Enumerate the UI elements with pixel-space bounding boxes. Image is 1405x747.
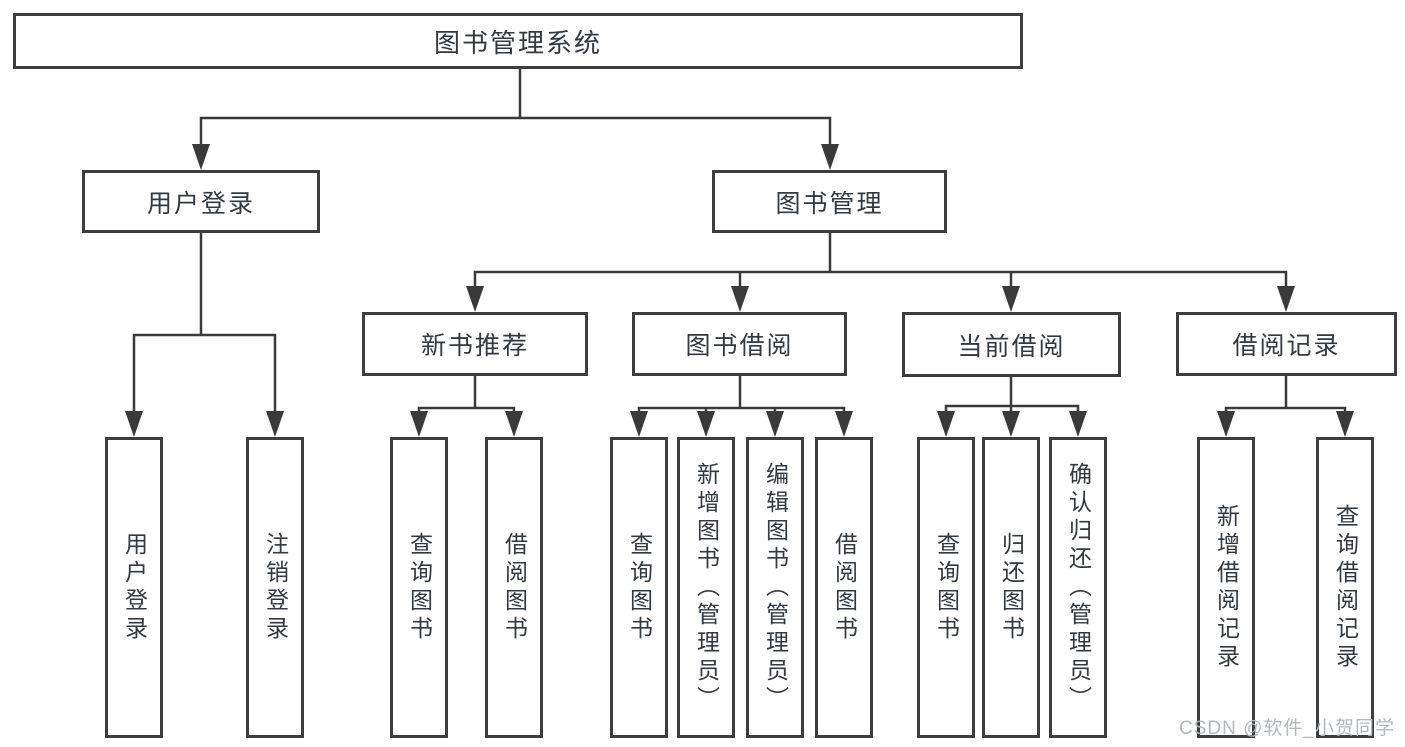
- node-label: 确认归还（管理员）: [1065, 461, 1092, 714]
- leaf-add-borrow-record: 新增借阅记录: [1197, 437, 1255, 738]
- leaf-logout: 注销登录: [246, 437, 304, 738]
- node-label: 新增图书（管理员）: [693, 461, 720, 714]
- leaf-add-book-admin: 新增图书（管理员）: [677, 437, 735, 738]
- node-book-borrowing: 图书借阅: [632, 312, 847, 376]
- node-current-borrowing: 当前借阅: [902, 312, 1121, 377]
- leaf-return-books: 归还图书: [982, 437, 1040, 738]
- node-label: 归还图书: [998, 531, 1025, 644]
- node-label: 借阅图书: [831, 531, 858, 644]
- node-label: 图书管理系统: [433, 27, 602, 58]
- node-label: 注销登录: [262, 531, 289, 644]
- node-user-login: 用户登录: [82, 170, 320, 233]
- leaf-query-borrow-record: 查询借阅记录: [1316, 437, 1374, 738]
- node-label: 用户登录: [146, 189, 255, 218]
- node-label: 查询图书: [933, 531, 960, 644]
- leaf-confirm-return-admin: 确认归还（管理员）: [1049, 437, 1107, 738]
- leaf-borrow-books-borrow: 借阅图书: [815, 437, 873, 738]
- node-label: 查询借阅记录: [1332, 503, 1359, 672]
- leaf-query-books-recommend: 查询图书: [390, 437, 448, 738]
- node-label: 新书推荐: [420, 332, 529, 360]
- node-label: 新增借阅记录: [1213, 503, 1240, 672]
- node-label: 借阅记录: [1232, 332, 1341, 360]
- node-book-management: 图书管理: [712, 170, 947, 233]
- node-label: 查询图书: [406, 531, 433, 644]
- leaf-borrow-books-recommend: 借阅图书: [485, 437, 543, 738]
- node-label: 用户登录: [121, 531, 148, 644]
- leaf-edit-book-admin: 编辑图书（管理员）: [746, 437, 804, 738]
- node-borrowing-records: 借阅记录: [1176, 312, 1397, 376]
- leaf-query-books-borrow: 查询图书: [610, 437, 668, 738]
- leaf-user-login: 用户登录: [105, 437, 163, 738]
- leaf-query-books-current: 查询图书: [917, 437, 975, 738]
- node-label: 编辑图书（管理员）: [762, 461, 789, 714]
- node-book-management-system: 图书管理系统: [13, 13, 1023, 69]
- node-label: 查询图书: [626, 531, 653, 644]
- node-label: 图书管理: [775, 189, 884, 218]
- node-label: 当前借阅: [957, 332, 1066, 361]
- node-label: 图书借阅: [685, 332, 794, 360]
- watermark: CSDN @软件_小贺同学: [1179, 718, 1395, 739]
- node-new-book-recommendation: 新书推荐: [362, 312, 588, 376]
- node-label: 借阅图书: [501, 531, 528, 644]
